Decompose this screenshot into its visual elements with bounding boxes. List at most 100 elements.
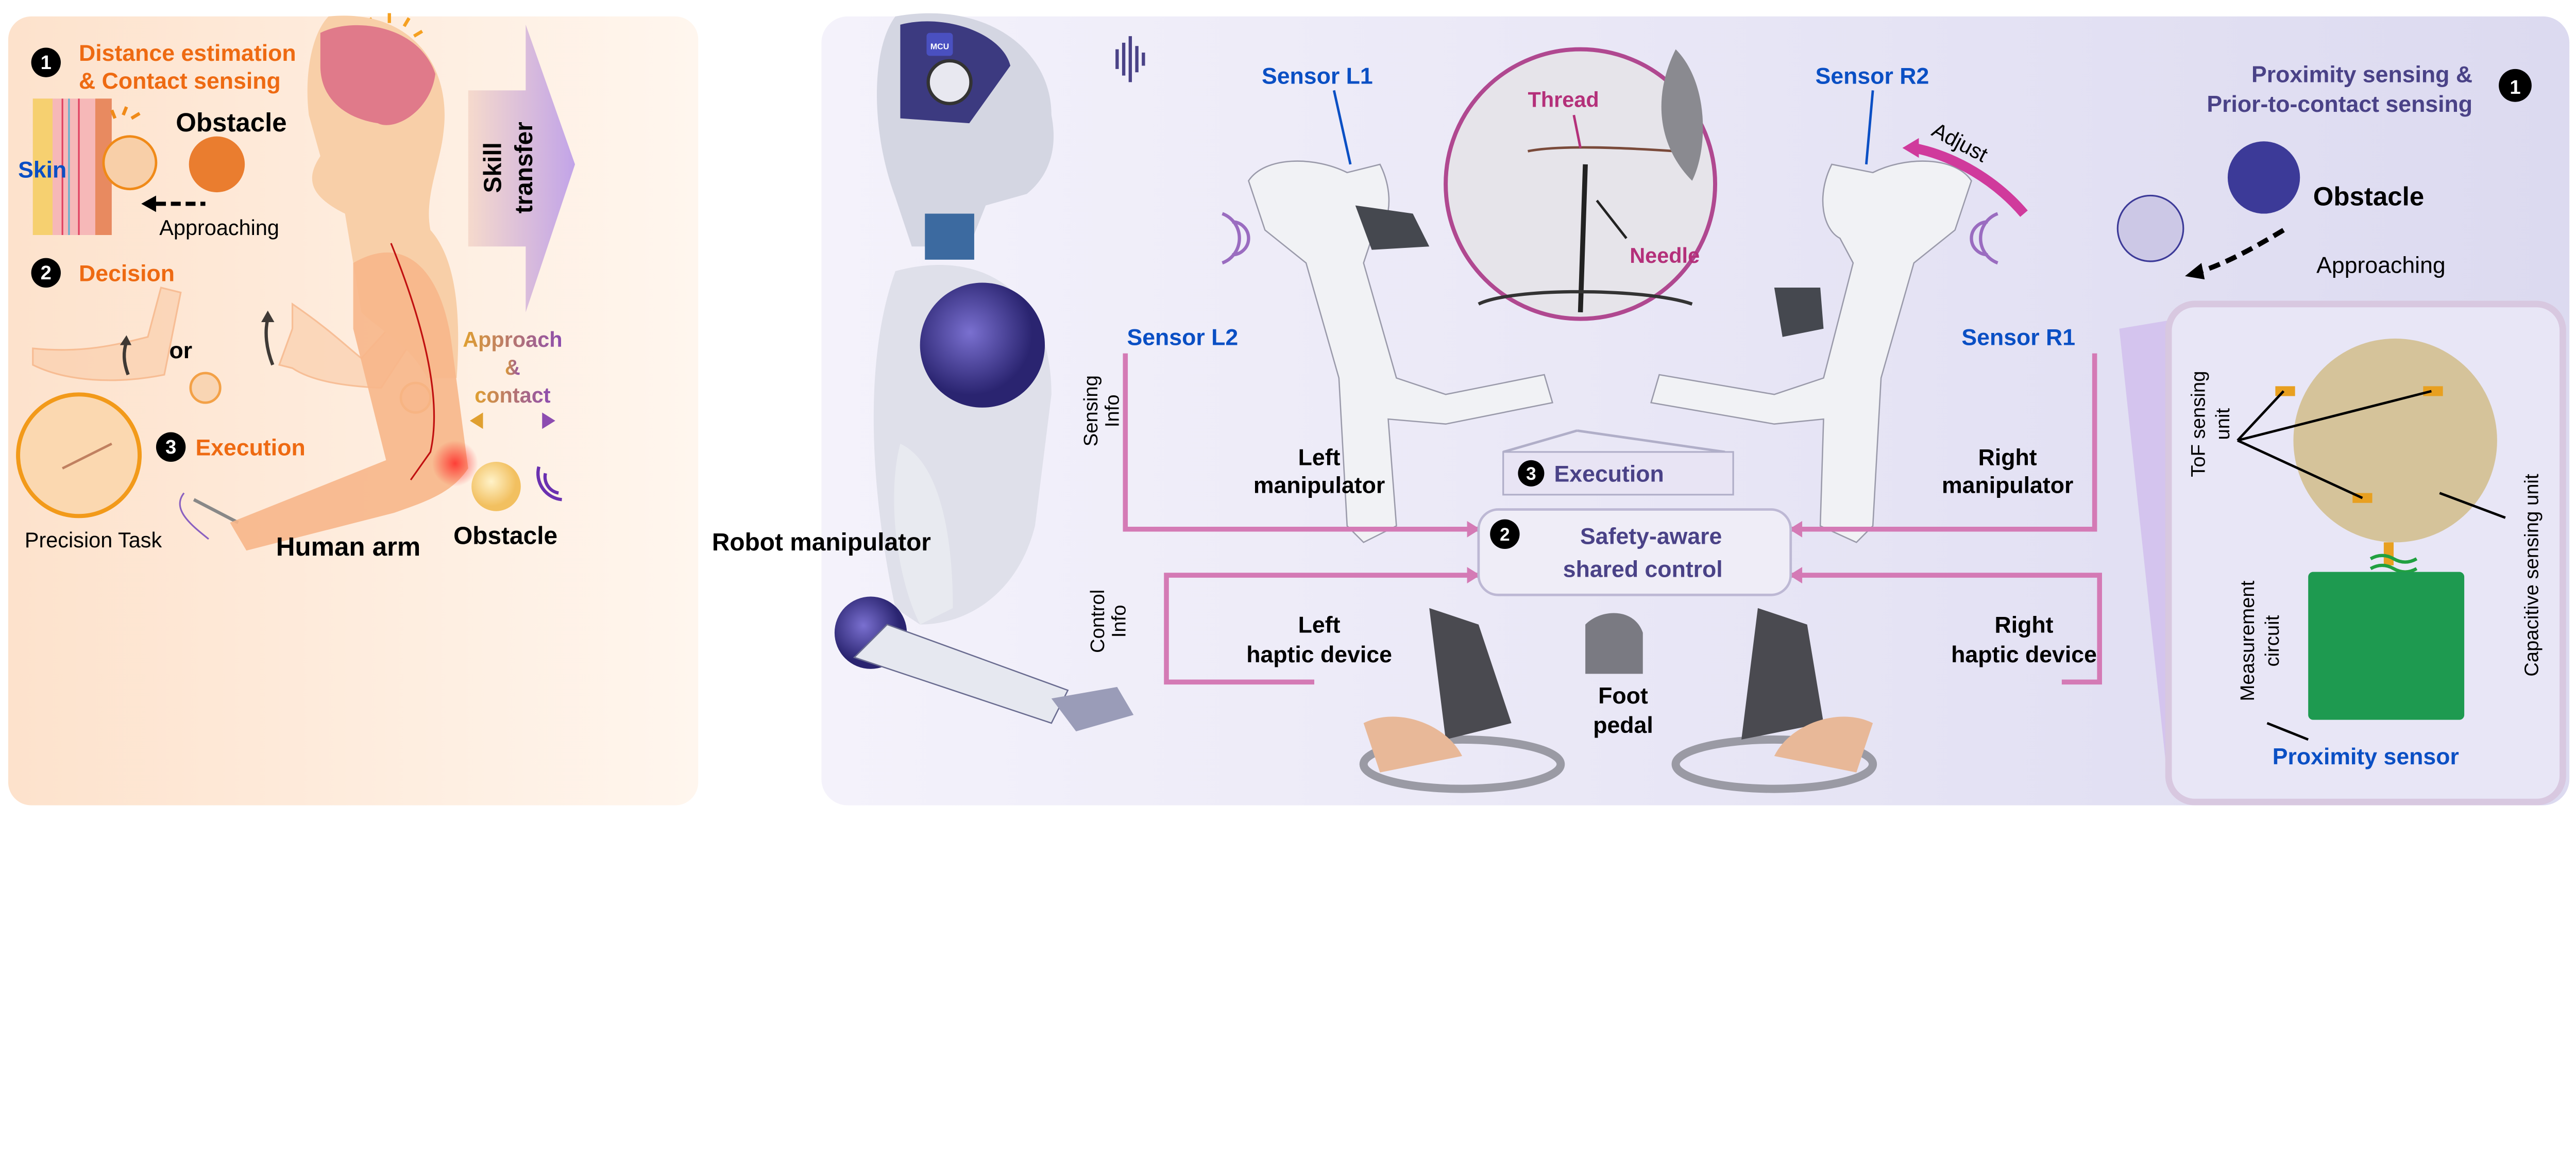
needle-pointer (1596, 199, 1628, 239)
capacitive-label: Capacitive sensing unit (2521, 474, 2543, 677)
thread-label: Thread (1528, 87, 1599, 111)
gear-icon (926, 59, 973, 106)
left-haptic-label-line2: haptic device (1246, 642, 1392, 667)
tof-label-line2: unit (2212, 408, 2234, 440)
obstacle-circle (189, 136, 245, 193)
arm-option-down (32, 287, 222, 404)
skin-illustration (32, 98, 112, 235)
shared-control-box: 2 Safety-aware shared control (1477, 508, 1792, 596)
proximity-obstacle-label: Obstacle (2313, 182, 2424, 211)
human-arm-label: Human arm (276, 532, 421, 561)
left-manipulator-image (1248, 160, 1553, 543)
step1-title-line1: Distance estimation (79, 41, 296, 66)
needle-closeup (1444, 47, 1718, 321)
needle-label: Needle (1630, 243, 1700, 267)
skill-transfer-arrow: Skill transfer (468, 24, 575, 312)
approach-arrow (141, 195, 206, 212)
sensor-r2-label: Sensor R2 (1816, 64, 1929, 89)
right-manipulator-image (1650, 160, 1972, 543)
sensor-l2-waves-icon (1222, 212, 1250, 265)
proximity-step-number: 1 (2510, 76, 2520, 98)
approaching-label: Approaching (159, 215, 279, 240)
left-haptic-device-image (1359, 608, 1565, 793)
control-info-lines (1164, 573, 2103, 685)
step3-number: 3 (165, 436, 176, 458)
middle-obstacle-label: Obstacle (453, 522, 557, 549)
contact-circle (102, 135, 158, 191)
human-figure (230, 15, 478, 551)
foot-pedal-label-line1: Foot (1598, 683, 1648, 709)
obstacle-ball (471, 462, 521, 511)
needle-in-hands (62, 442, 112, 470)
skin-label: Skin (18, 157, 66, 182)
transfer-label: transfer (511, 122, 538, 213)
left-manipulator-label-line1: Left (1298, 445, 1341, 470)
sensing-info-label-line2: Info (1101, 394, 1124, 427)
figure: 1 Distance estimation & Contact sensing … (8, 13, 2570, 806)
proximity-approach-arrow (2200, 228, 2285, 274)
measurement-label-line2: circuit (2261, 615, 2283, 666)
proximity-sensor-label: Proximity sensor (2273, 744, 2459, 769)
setup-execution-label: Execution (1554, 461, 1664, 487)
sensor-r1-label: Sensor R1 (1961, 325, 2075, 350)
shared-control-line1: Safety-aware (1580, 524, 1722, 549)
execution-label: Execution (195, 435, 305, 460)
needle-icon (193, 498, 239, 524)
sensing-info-lines (1123, 353, 2097, 532)
proximity-sensed-circle (2116, 194, 2184, 262)
step1-number: 1 (41, 52, 52, 74)
thread-icon (179, 492, 209, 540)
zoom-wedge (2119, 320, 2169, 789)
adjust-arrowhead (1902, 138, 1919, 158)
signal-waves-icon (536, 466, 562, 501)
thread-pointer (1572, 114, 1582, 148)
wireless-icon (2369, 554, 2418, 574)
step1-title-line2: & Contact sensing (79, 69, 281, 94)
mcu-label: MCU (930, 43, 949, 52)
or-label: or (169, 338, 192, 363)
proximity-step1-badge: 1 (2499, 69, 2532, 102)
decision-label: Decision (79, 261, 175, 286)
right-haptic-label-line1: Right (1995, 613, 2054, 638)
measurement-label-line1: Measurement (2236, 580, 2259, 701)
precision-task-label: Precision Task (25, 528, 162, 552)
execution-number: 3 (1526, 464, 1536, 484)
left-haptic-label-line1: Left (1298, 613, 1341, 638)
sensing-info-label-line1: Sensing (1080, 375, 1102, 446)
left-manipulator-label-line2: manipulator (1253, 473, 1385, 498)
tof-chip (2423, 386, 2443, 396)
execution-box: 3 Execution (1502, 429, 1734, 496)
precision-task-closeup (16, 392, 142, 518)
adjust-arrow (1913, 143, 2028, 217)
mcu-chip-icon (926, 32, 953, 56)
step1-badge: 1 (31, 47, 61, 77)
ampersand-label: & (505, 355, 520, 379)
sensor-r1-waves-icon (1970, 212, 1998, 265)
double-arrow (469, 412, 555, 429)
sensor-r2-pointer (1865, 90, 1874, 165)
tof-label-line1: ToF sensing (2187, 371, 2209, 477)
shared-control-line2: shared control (1563, 557, 1723, 582)
skill-label: Skill (480, 142, 507, 193)
humanoid-robot: MCU (834, 13, 1134, 731)
right-manipulator-label-line2: manipulator (1942, 473, 2073, 498)
proximity-approaching-label: Approaching (2316, 253, 2446, 278)
contact-label: contact (474, 383, 551, 407)
tof-chip (2275, 386, 2295, 396)
step3-badge: 3 (156, 432, 186, 462)
obstacle-label: Obstacle (176, 108, 286, 137)
audio-wave-icon (1115, 36, 1145, 82)
approach-label: Approach (463, 327, 562, 351)
capacitive-disk (2293, 338, 2497, 543)
proximity-title-line1: Proximity sensing & (2251, 62, 2472, 87)
measurement-circuit-board (2308, 572, 2465, 720)
step2-number: 2 (41, 262, 52, 284)
proximity-obstacle-circle (2227, 141, 2300, 214)
sensor-l1-label: Sensor L1 (1262, 64, 1373, 89)
flex-cable (2383, 542, 2394, 565)
foot-pedal-image (1585, 613, 1643, 674)
robot-manipulator-label: Robot manipulator (712, 529, 931, 556)
step2-badge: 2 (31, 258, 61, 288)
right-manipulator-label-line1: Right (1978, 445, 2037, 470)
right-haptic-device-image (1671, 608, 1877, 793)
